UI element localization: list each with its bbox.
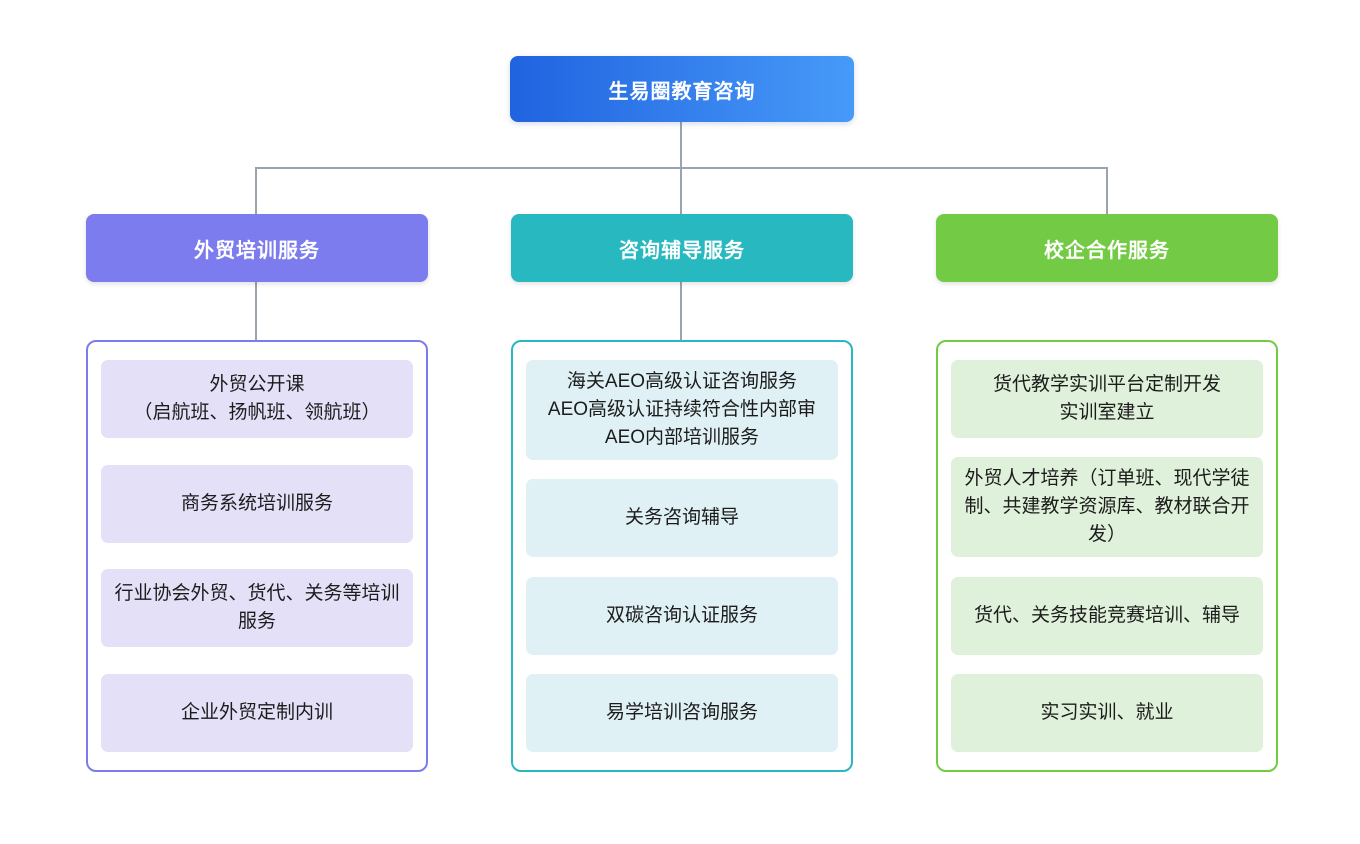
branch-item: 关务咨询辅导 [526,479,838,558]
branch-header-label: 外贸培训服务 [194,239,320,262]
connector-header-box-center [680,282,682,340]
connector-root-vertical [680,122,682,168]
branch-item: 行业协会外贸、货代、关务等培训服务 [101,569,413,648]
branch-header-label: 咨询辅导服务 [619,239,745,262]
branch-item: 商务系统培训服务 [101,464,413,543]
branch-consulting: 咨询辅导服务 海关AEO高级认证咨询服务 AEO高级认证持续符合性内部审 AEO… [511,214,853,772]
branch-school-enterprise: 校企合作服务 货代教学实训平台定制开发 实训室建立 外贸人才培养（订单班、现代学… [936,214,1278,772]
branch-item: 货代、关务技能竞赛培训、辅导 [951,576,1263,655]
branch-item: 外贸公开课 （启航班、扬帆班、领航班） [101,360,413,438]
branch-item: 实习实训、就业 [951,673,1263,752]
connector-drop-left [255,167,257,214]
branch-item: 双碳咨询认证服务 [526,576,838,655]
root-node-label: 生易圈教育咨询 [608,80,756,103]
root-node: 生易圈教育咨询 [510,56,854,122]
branch-item: 外贸人才培养（订单班、现代学徒制、共建教学资源库、教材联合开发） [951,457,1263,558]
branch-header-consulting: 咨询辅导服务 [511,214,853,282]
branch-box-trade-training: 外贸公开课 （启航班、扬帆班、领航班） 商务系统培训服务 行业协会外贸、货代、关… [86,340,428,772]
branch-item: 企业外贸定制内训 [101,673,413,752]
branch-item: 货代教学实训平台定制开发 实训室建立 [951,360,1263,438]
branch-item: 易学培训咨询服务 [526,673,838,752]
branch-item: 海关AEO高级认证咨询服务 AEO高级认证持续符合性内部审 AEO内部培训服务 [526,360,838,460]
connector-drop-center [680,167,682,214]
branch-header-school-enterprise: 校企合作服务 [936,214,1278,282]
connector-header-box-left [255,282,257,340]
branch-box-consulting: 海关AEO高级认证咨询服务 AEO高级认证持续符合性内部审 AEO内部培训服务 … [511,340,853,772]
branch-box-school-enterprise: 货代教学实训平台定制开发 实训室建立 外贸人才培养（订单班、现代学徒制、共建教学… [936,340,1278,772]
branch-trade-training: 外贸培训服务 外贸公开课 （启航班、扬帆班、领航班） 商务系统培训服务 行业协会… [86,214,428,772]
connector-drop-right [1106,167,1108,214]
branch-header-trade-training: 外贸培训服务 [86,214,428,282]
branch-header-label: 校企合作服务 [1044,239,1170,262]
